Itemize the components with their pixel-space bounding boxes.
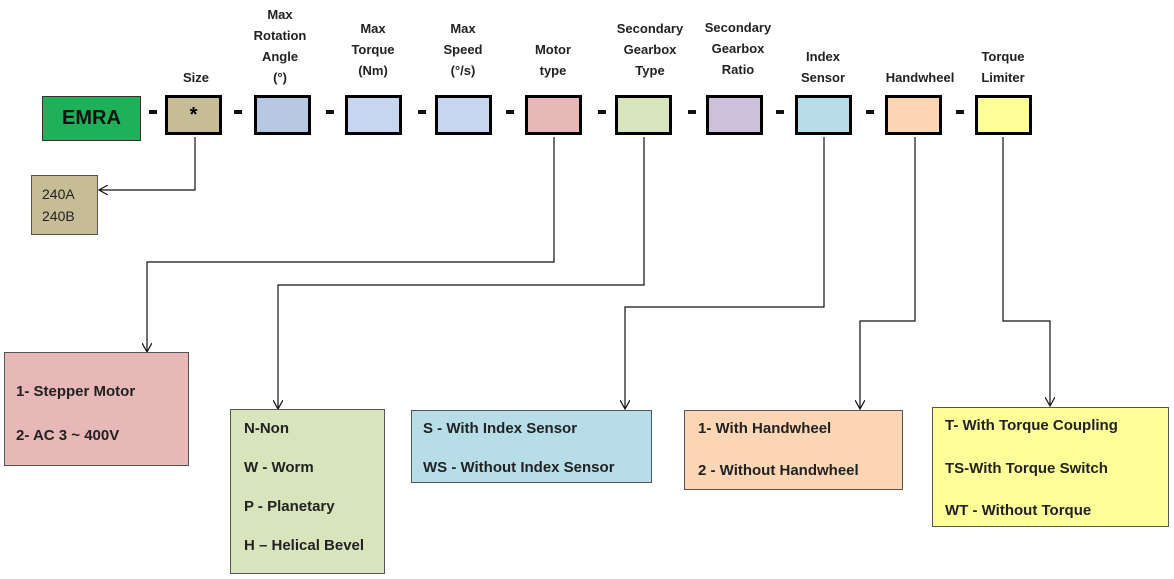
field-header-motor-type: Motor type xyxy=(534,42,572,78)
torque-limiter-connector xyxy=(1002,137,1050,405)
separator-dash xyxy=(866,110,874,114)
field-header-max-speed: Max Speed (°/s) xyxy=(443,21,483,78)
handwheel-option: 1- With Handwheel xyxy=(698,420,832,437)
separator-dash xyxy=(688,110,696,114)
motor-type-connector xyxy=(147,137,555,351)
separator-dash xyxy=(956,110,964,114)
max-speed-slot xyxy=(435,95,492,135)
size-option: 240B xyxy=(42,208,75,224)
torque-limiter-options-box: T- With Torque Coupling TS-With Torque S… xyxy=(932,407,1169,527)
secondary-gearbox-ratio-slot xyxy=(706,95,763,135)
field-header-handwheel: Handwheel xyxy=(885,70,955,85)
separator-dash xyxy=(234,110,242,114)
max-rotation-angle-slot xyxy=(254,95,311,135)
gearbox-type-option: N-Non xyxy=(244,420,289,437)
torque-limiter-option: TS-With Torque Switch xyxy=(945,460,1108,477)
handwheel-options-box: 1- With Handwheel 2 - Without Handwheel xyxy=(684,410,903,490)
gearbox-type-option: H – Helical Bevel xyxy=(244,537,365,554)
gearbox-type-option: P - Planetary xyxy=(244,498,335,515)
index-sensor-options-box: S - With Index Sensor WS - Without Index… xyxy=(411,410,652,483)
handwheel-connector xyxy=(860,137,916,408)
torque-limiter-option: WT - Without Torque xyxy=(945,502,1092,519)
size-option: 240A xyxy=(42,186,75,202)
size-options-box: 240A 240B xyxy=(31,175,98,235)
field-header-max-rotation-angle: Max Rotation Angle (°) xyxy=(253,7,307,85)
field-header-index-sensor: Index Sensor xyxy=(800,49,846,85)
motor-type-option: 1- Stepper Motor xyxy=(16,383,136,400)
field-header-secondary-gearbox-ratio: Secondary Gearbox Ratio xyxy=(704,20,772,77)
size-slot: * xyxy=(165,95,222,135)
separator-dash xyxy=(598,110,606,114)
field-header-secondary-gearbox-type: Secondary Gearbox Type xyxy=(616,21,684,78)
index-sensor-connector xyxy=(625,137,825,408)
index-sensor-option: S - With Index Sensor xyxy=(423,420,578,437)
size-placeholder: * xyxy=(189,103,198,126)
motor-type-option: 2- AC 3 ~ 400V xyxy=(16,427,120,444)
brand-code-label: EMRA xyxy=(62,107,121,129)
secondary-gearbox-type-slot xyxy=(615,95,672,135)
separator-dash xyxy=(418,110,426,114)
field-header-max-torque: Max Torque (Nm) xyxy=(351,21,395,78)
handwheel-slot xyxy=(885,95,942,135)
torque-limiter-option: T- With Torque Coupling xyxy=(945,417,1118,434)
gearbox-type-option: W - Worm xyxy=(244,459,314,476)
size-connector xyxy=(100,137,196,190)
gearbox-type-options-box: N-Non W - Worm P - Planetary H – Helical… xyxy=(230,409,385,574)
separator-dash xyxy=(149,110,157,114)
torque-limiter-slot xyxy=(975,95,1032,135)
max-torque-slot xyxy=(345,95,402,135)
separator-dash xyxy=(506,110,514,114)
motor-type-slot xyxy=(525,95,582,135)
index-sensor-option: WS - Without Index Sensor xyxy=(423,459,615,476)
gearbox-type-connector xyxy=(278,137,645,408)
separator-dash xyxy=(326,110,334,114)
handwheel-option: 2 - Without Handwheel xyxy=(698,462,859,479)
index-sensor-slot xyxy=(795,95,852,135)
motor-type-options-box: 1- Stepper Motor 2- AC 3 ~ 400V xyxy=(4,352,189,466)
brand-code-box: EMRA xyxy=(42,96,141,141)
field-header-size: Size xyxy=(182,70,209,85)
separator-dash xyxy=(776,110,784,114)
field-header-torque-limiter: Torque Limiter xyxy=(981,49,1025,85)
